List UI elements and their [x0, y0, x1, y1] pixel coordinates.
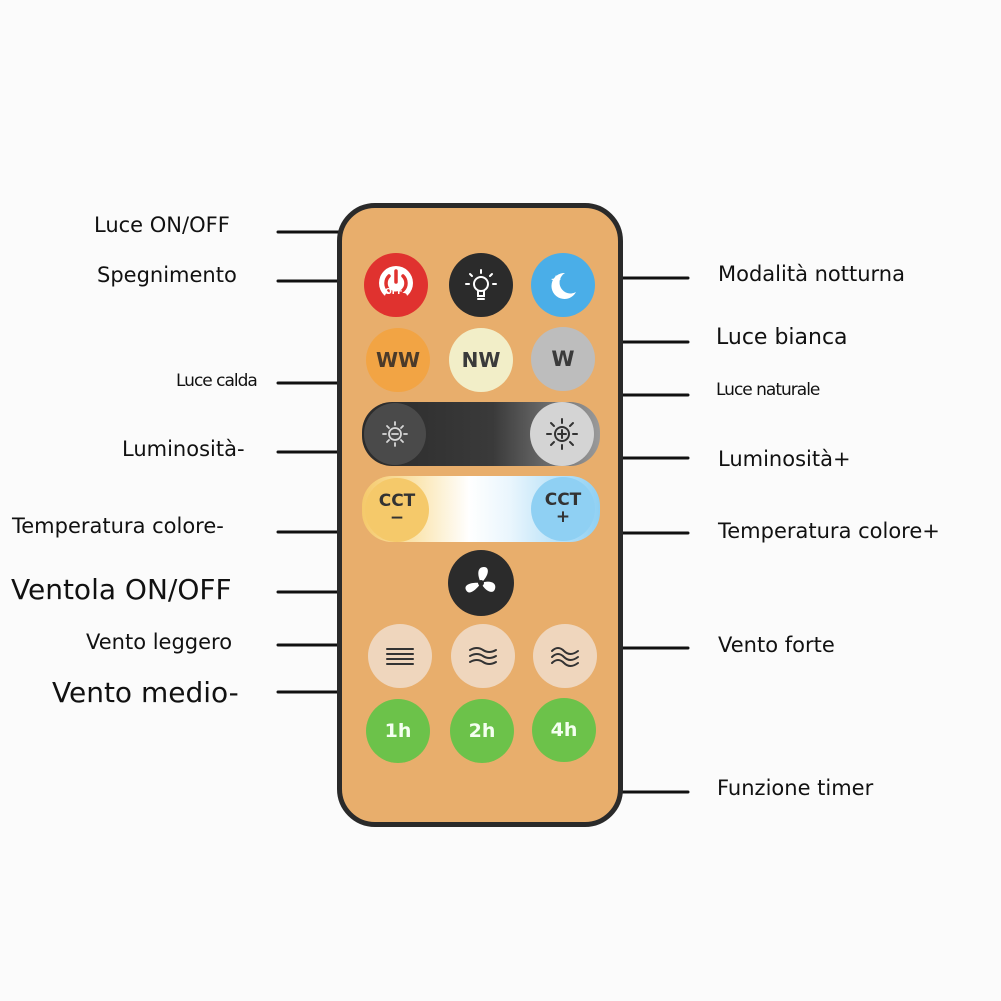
label-modalita-notturna: Modalità notturna [718, 262, 905, 286]
wind-light-icon [384, 644, 416, 668]
wind-light-button[interactable] [368, 624, 432, 688]
timer-2h-button[interactable]: 2h [450, 699, 514, 763]
power-icon [374, 263, 418, 307]
natural-light-label: NW [461, 348, 501, 372]
brightness-up-button[interactable] [530, 402, 594, 466]
label-vento-medio: Vento medio- [52, 676, 239, 709]
label-luce-calda: Luce calda [176, 371, 258, 391]
label-ventola-onoff: Ventola ON/OFF [11, 573, 232, 606]
cct-plus-label: CCT [544, 490, 582, 510]
timer-1h-button[interactable]: 1h [366, 699, 430, 763]
color-temperature-plus-button[interactable]: CCT + [531, 477, 595, 541]
cct-minus-sign: − [389, 508, 405, 528]
label-vento-leggero: Vento leggero [86, 630, 233, 654]
sun-minus-icon [379, 418, 411, 450]
label-spegnimento: Spegnimento [97, 263, 237, 287]
warm-light-label: WW [375, 348, 421, 372]
timer-2h-label: 2h [468, 720, 496, 742]
power-button[interactable]: OFF [364, 253, 428, 317]
sun-plus-icon [544, 416, 580, 452]
white-light-button[interactable]: W [531, 327, 595, 391]
label-temperatura-minus: Temperatura colore- [12, 514, 224, 538]
color-temperature-minus-button[interactable]: CCT − [365, 478, 429, 542]
label-luminosita-minus: Luminosità- [122, 437, 245, 461]
power-off-badge: OFF [385, 287, 403, 296]
label-luminosita-plus: Luminosità+ [718, 447, 851, 471]
cct-plus-sign: + [555, 507, 571, 527]
warm-light-button[interactable]: WW [366, 328, 430, 392]
label-luce-onoff: Luce ON/OFF [94, 213, 230, 237]
label-funzione-timer: Funzione timer [717, 776, 874, 800]
label-luce-naturale: Luce naturale [716, 380, 820, 400]
moon-star-icon [543, 265, 583, 305]
natural-light-button[interactable]: NW [449, 328, 513, 392]
wind-medium-button[interactable] [451, 624, 515, 688]
label-temperatura-plus: Temperatura colore+ [718, 519, 940, 543]
white-light-label: W [551, 347, 575, 371]
fan-icon [459, 561, 503, 605]
wind-strong-icon [549, 644, 581, 668]
timer-4h-label: 4h [550, 719, 578, 741]
cct-minus-label: CCT [378, 491, 416, 511]
label-luce-bianca: Luce bianca [716, 325, 848, 350]
night-mode-button[interactable] [531, 253, 595, 317]
light-bulb-icon [461, 265, 501, 305]
wind-strong-button[interactable] [533, 624, 597, 688]
light-onoff-button[interactable] [449, 253, 513, 317]
label-vento-forte: Vento forte [718, 633, 835, 657]
timer-4h-button[interactable]: 4h [532, 698, 596, 762]
brightness-down-button[interactable] [364, 403, 426, 465]
wind-medium-icon [467, 644, 499, 668]
timer-1h-label: 1h [384, 720, 412, 742]
fan-onoff-button[interactable] [448, 550, 514, 616]
